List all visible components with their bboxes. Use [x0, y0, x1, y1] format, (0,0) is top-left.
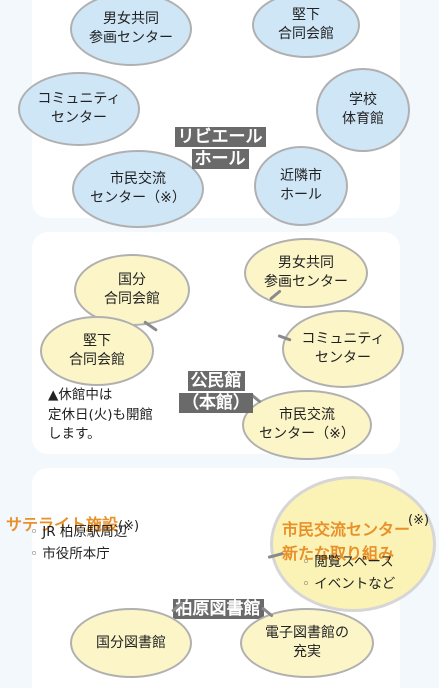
kashiwara-library-label: 柏原図書館 [166, 578, 270, 621]
civic-item-events: イベントなど [302, 574, 395, 596]
bubble-danjo-sankaku-center: 男女共同 参画センター [70, 0, 192, 66]
bubble-kokubu-godo-kaikan: 国分 合同会館 [74, 254, 190, 326]
bubble-shimin-koryu-center: 市民交流 センター（※） [72, 150, 204, 228]
bubble-kokubu-library: 国分図書館 [70, 608, 192, 678]
kominkan-note: ▲休館中は 定休日(火)も開館 します。 [48, 387, 154, 443]
satellite-item-city-hall: 市役所本庁 [30, 544, 127, 566]
bubble-community-center: コミュニティ センター [18, 72, 140, 146]
bubble-school-gym: 学校 体育館 [316, 68, 410, 152]
bubble-community-center-2: コミュニティ センター [282, 310, 404, 388]
bubble-digital-library: 電子図書館の 充実 [240, 608, 374, 678]
bubble-shimin-koryu-center-2: 市民交流 センター（※） [242, 390, 372, 460]
kominkan-label: 公民館（本館） [170, 350, 262, 414]
civic-list: 閲覧スペース イベントなど [302, 552, 395, 595]
bubble-kinrin-hall: 近隣市 ホール [254, 146, 348, 226]
bubble-danjo-sankaku-center-2: 男女共同 参画センター [244, 238, 368, 308]
bubble-katashimo-godo-kaikan: 堅下 合同会館 [252, 0, 360, 58]
civic-item-reading-space: 閲覧スペース [302, 552, 395, 574]
satellite-item-jr-kashiwara: JR 柏原駅周辺 [30, 522, 127, 544]
satellite-list: JR 柏原駅周辺 市役所本庁 [30, 522, 127, 565]
bubble-katashimo-godo-kaikan-2: 堅下 合同会館 [40, 316, 154, 386]
riviere-hall-label: リビエールホール [168, 106, 272, 170]
civic-mark: (※) [408, 513, 430, 528]
